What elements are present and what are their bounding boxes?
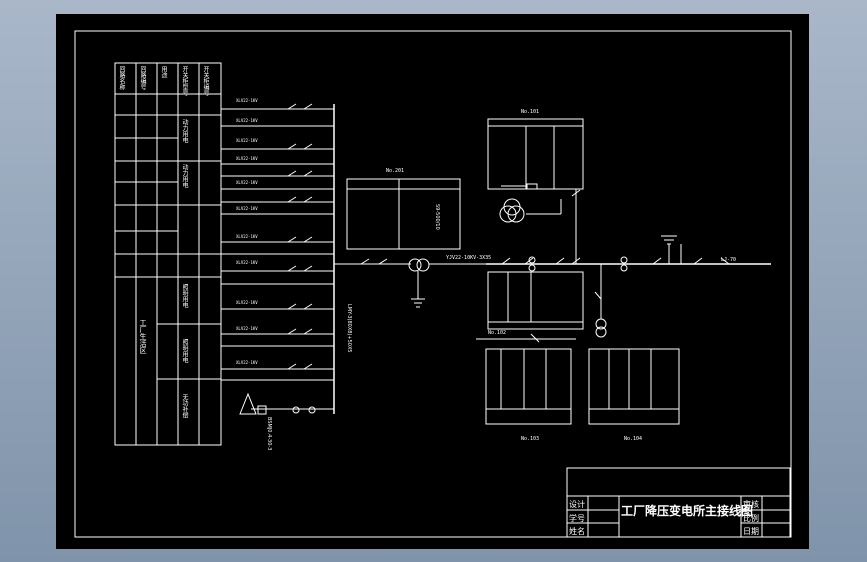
drawing-title: 工厂降压变电所主接线图 (621, 504, 754, 518)
hv-switches (501, 257, 703, 265)
title-block-review-label: 审核 (743, 500, 759, 509)
annotation-mark: XLV22-1KV (236, 156, 258, 161)
title-block-frame (566, 467, 791, 538)
legend-header-cabinet-no: 开关柜编号 (202, 66, 209, 96)
busbar-label: LMY-3(80X8)+50X5 (346, 304, 352, 353)
incoming-line-label: LJ-70 (721, 257, 737, 263)
cabinet-102-label: No.102 (488, 330, 507, 336)
transformer-winding-1 (408, 258, 422, 272)
title-block-design-label: 设计 (569, 500, 585, 509)
schematic-drawing: XLV22-1KV XLV22-1KV XLV22-1KV XLV22-1KV … (74, 30, 792, 538)
annotation-mark: XLV22-1KV (236, 360, 258, 365)
transformer-winding-2 (416, 258, 430, 272)
annotation-mark: XLV22-1KV (236, 180, 258, 185)
drawing-sheet: XLV22-1KV XLV22-1KV XLV22-1KV XLV22-1KV … (56, 14, 809, 549)
workshop-label: 工厂生活区 (139, 319, 147, 354)
compensation-label: BSMJ0.4-30-3 (266, 417, 272, 451)
feeder-purpose-lighting-1: 照明用电 (181, 284, 188, 308)
annotation-mark: XLV22-1KV (236, 300, 258, 305)
cabinet-103 (485, 348, 572, 425)
legend-header-usage: 用途 (160, 66, 167, 78)
annotation-mark: XLV22-1KV (236, 326, 258, 331)
outer-frame (74, 30, 792, 538)
title-block-date-label: 日期 (743, 527, 759, 536)
cabinet-104-label: No.104 (624, 436, 643, 442)
cabinet-201 (346, 178, 461, 250)
transformer-label: S9-500/10 (434, 204, 440, 230)
feeder-purpose-compensation: 无功补偿 (181, 394, 188, 418)
annotation-mark: XLV22-1KV (236, 118, 258, 123)
annotation-mark: XLV22-1KV (236, 206, 258, 211)
cabinet-101-label: No.101 (521, 109, 540, 115)
cabinet-104 (588, 348, 680, 425)
cabinet-103-label: No.103 (521, 436, 540, 442)
feeder-lines (221, 108, 334, 381)
legend-header-circuit-name: 回路名称 (118, 66, 125, 90)
feeder-purpose-lighting-2: 照明用电 (181, 339, 188, 363)
annotation-mark: XLV22-1KV (236, 138, 258, 143)
annotation-mark: XLV22-1KV (236, 98, 258, 103)
feeder-purpose-power-2: 动力用电 (181, 164, 188, 188)
incoming-line (720, 257, 730, 265)
cabinet-201-label: No.201 (386, 168, 405, 174)
title-block-scale-label: 比例 (743, 514, 759, 523)
compensation-branch (239, 392, 334, 415)
cable-label: YJV22-10KV-3X35 (446, 255, 492, 261)
annotation-mark: XLV22-1KV (236, 234, 258, 239)
annotation-mark: XLV22-1KV (236, 260, 258, 265)
legend-header-circuit-no: 回路编号 (139, 66, 146, 90)
feeder-purpose-power-1: 动力用电 (181, 119, 188, 143)
title-block-name-label: 姓名 (569, 527, 585, 536)
cabinet-102 (487, 271, 584, 330)
feeder-switches (287, 103, 313, 370)
cabinet-101 (487, 118, 584, 190)
title-block-student-id-label: 学号 (569, 514, 585, 523)
legend-header-cabinet-type: 开关柜型号 (181, 66, 188, 96)
